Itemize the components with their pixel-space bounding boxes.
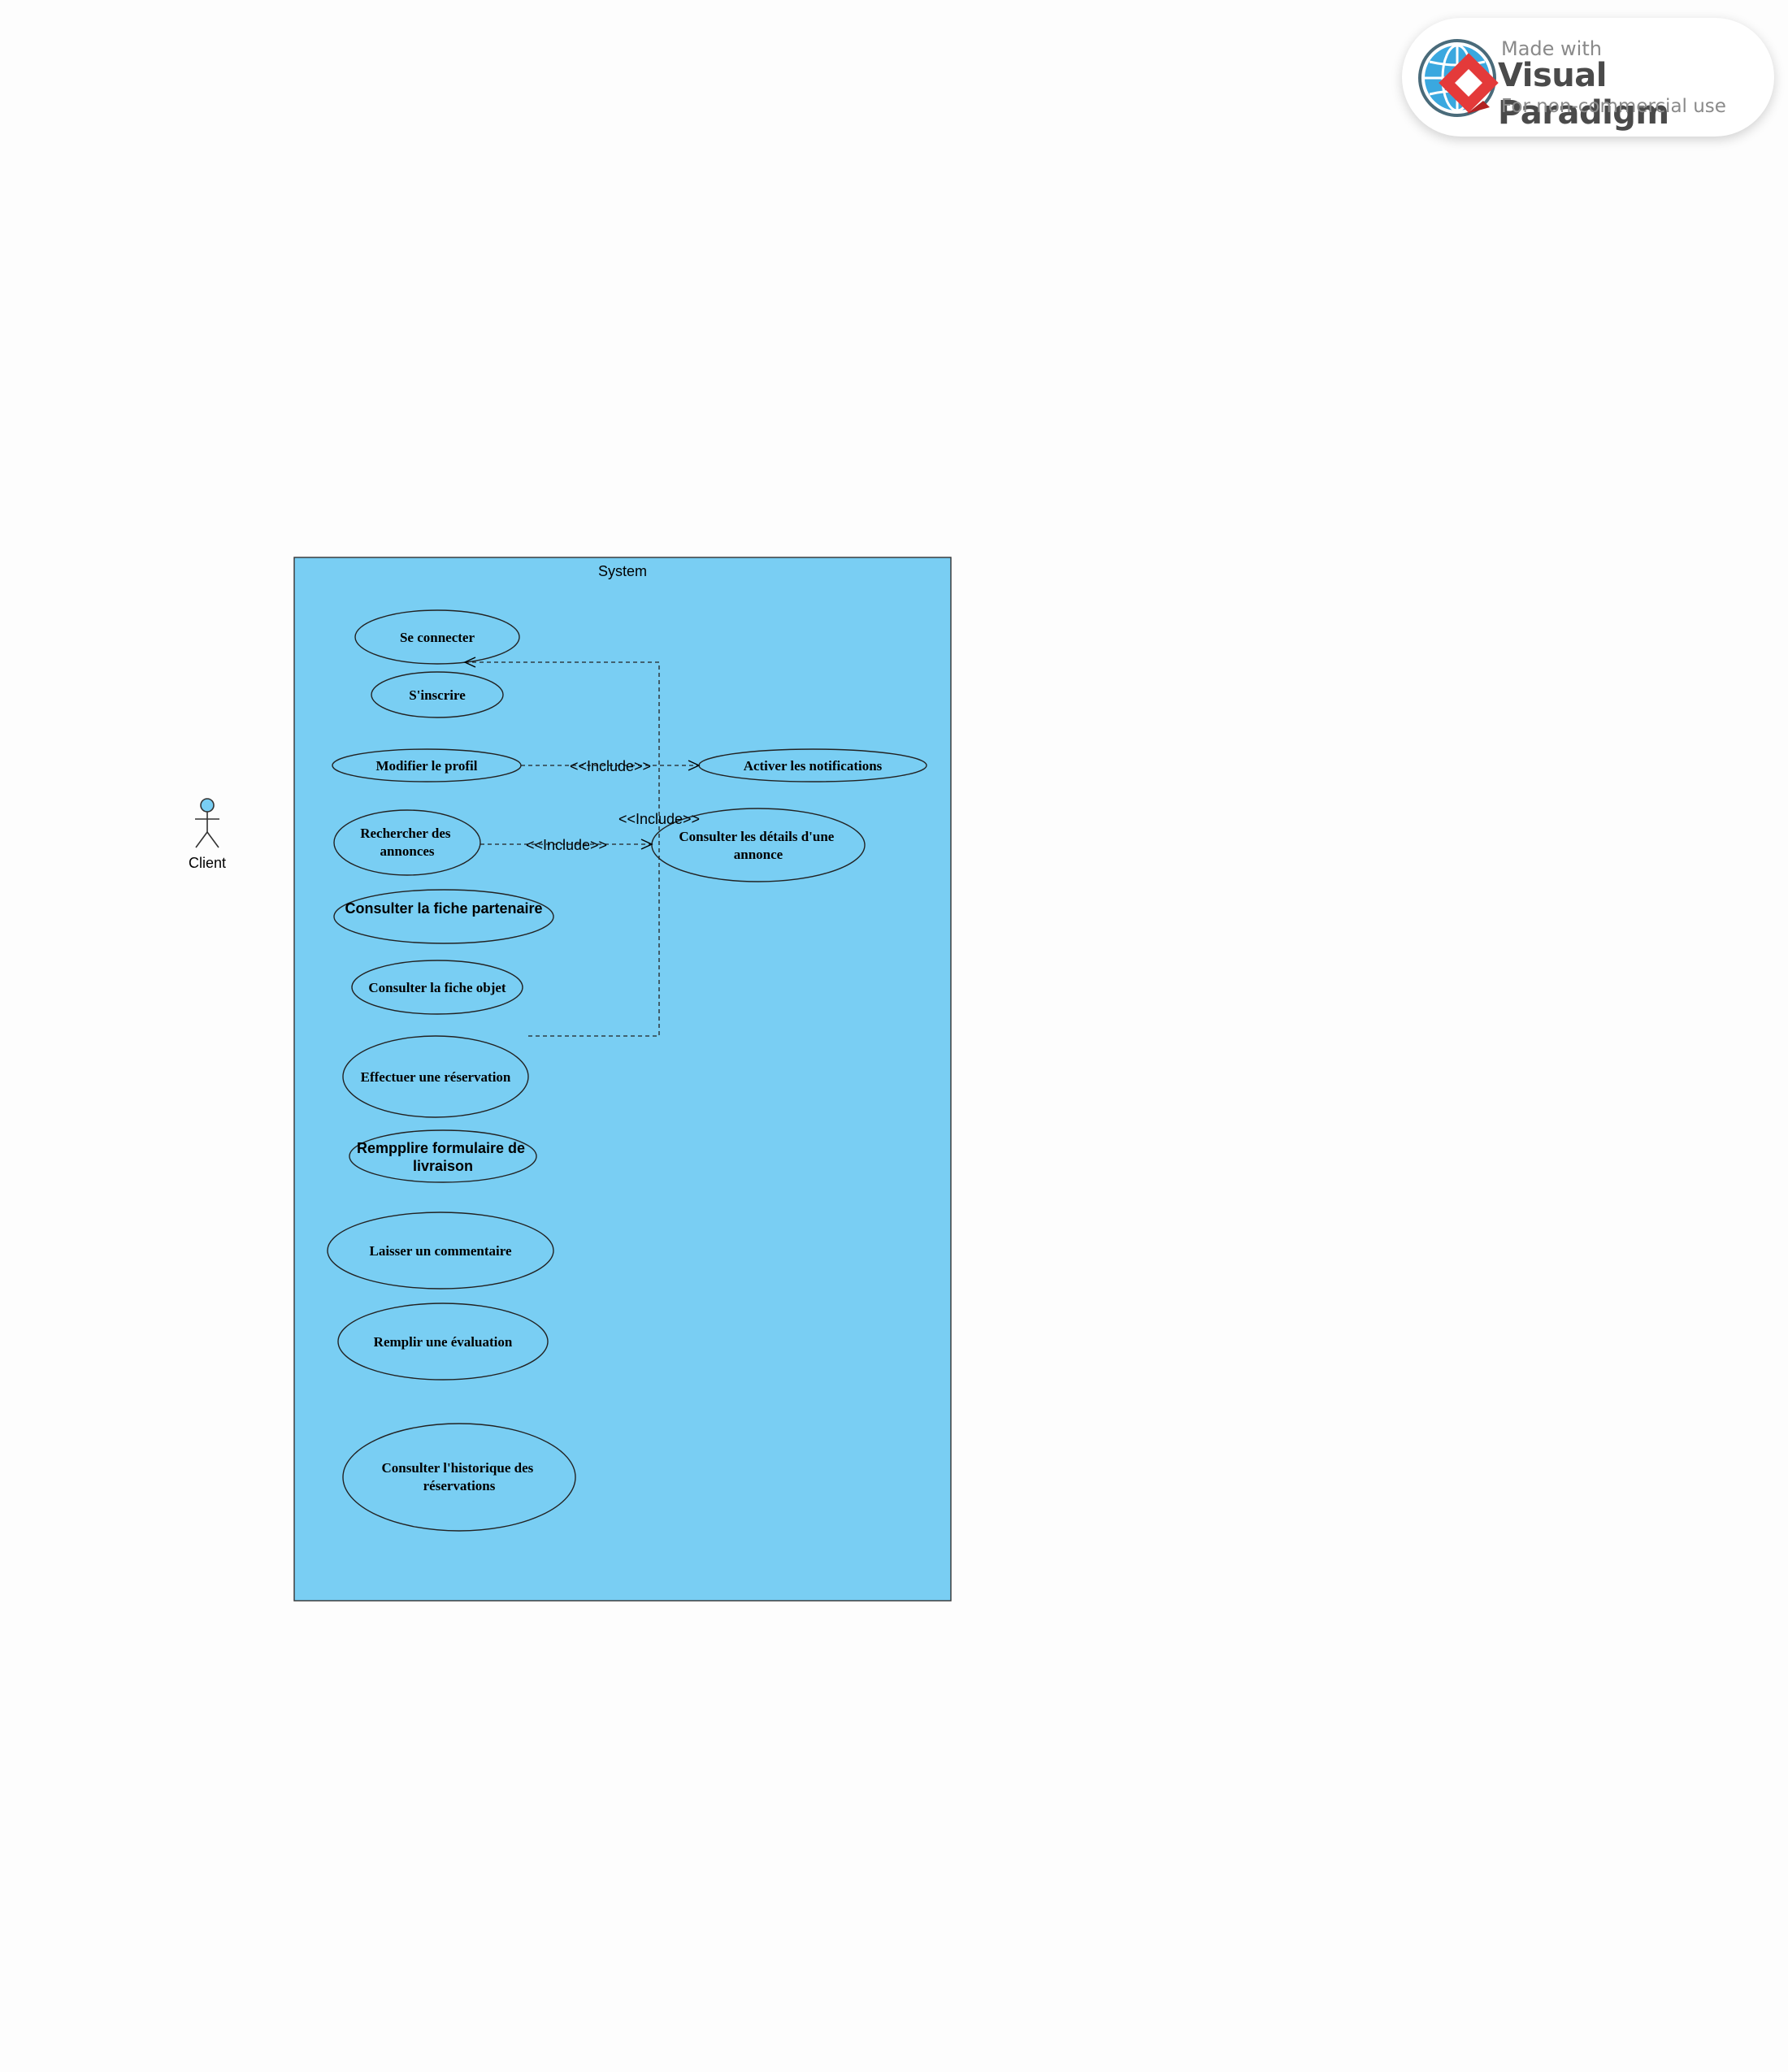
connector-reservation-se-connecter[interactable] xyxy=(463,657,660,1037)
badge-note: For non-commercial use xyxy=(1501,96,1726,117)
actor-label: Client xyxy=(189,855,226,871)
use-case-label: Consulter la fiche objet xyxy=(368,980,506,995)
use-case-label: Consulter les détails d'une annonce xyxy=(679,829,837,862)
use-case-label: Laisser un commentaire xyxy=(369,1243,511,1259)
badge-made-with: Made with xyxy=(1501,37,1602,60)
visual-paradigm-logo-icon xyxy=(1418,39,1499,117)
include-label-profil-notifications: <<Include>> xyxy=(570,758,651,774)
use-case-modifier-profil[interactable]: Modifier le profil xyxy=(332,748,522,782)
include-label-recherche-details: <<Include>> xyxy=(526,837,607,853)
use-case-label: Activer les notifications xyxy=(744,758,883,774)
actor-head xyxy=(200,798,215,813)
use-case-effectuer-reservation[interactable]: Effectuer une réservation xyxy=(342,1035,529,1118)
use-case-label: Effectuer une réservation xyxy=(361,1069,511,1085)
use-case-label: Rechercher des annonces xyxy=(360,826,454,859)
use-case-label: Se connecter xyxy=(400,630,475,645)
use-case-consulter-fiche-objet[interactable]: Consulter la fiche objet xyxy=(351,960,523,1015)
use-case-consulter-historique-reservations[interactable]: Consulter l'historique des réservations xyxy=(342,1423,576,1532)
use-case-label: Consulter la fiche partenaire xyxy=(345,900,542,917)
use-case-activer-notifications[interactable]: Activer les notifications xyxy=(698,748,927,782)
use-case-consulter-fiche-partenaire[interactable]: Consulter la fiche partenaire xyxy=(333,889,554,944)
use-case-label: Modifier le profil xyxy=(376,758,478,774)
use-case-label: Remplir une évaluation xyxy=(374,1334,513,1350)
use-case-se-connecter[interactable]: Se connecter xyxy=(354,609,520,665)
use-case-s-inscrire[interactable]: S'inscrire xyxy=(371,671,504,718)
actor-leg-right xyxy=(206,831,219,848)
use-case-label: S'inscrire xyxy=(409,687,466,703)
badge-brand: Visual Paradigm xyxy=(1498,57,1669,132)
visual-paradigm-badge: Made with Visual Paradigm For non-commer… xyxy=(1402,18,1774,137)
actor-client[interactable] xyxy=(195,798,219,848)
system-title: System xyxy=(598,563,647,579)
include-label-reservation-details: <<Include>> xyxy=(618,811,700,827)
actor-leg-left xyxy=(195,831,208,848)
use-case-rechercher-annonces[interactable]: Rechercher des annonces xyxy=(333,809,481,876)
use-case-laisser-commentaire[interactable]: Laisser un commentaire xyxy=(327,1212,554,1290)
use-case-remplir-evaluation[interactable]: Remplir une évaluation xyxy=(337,1303,549,1381)
use-case-remplir-formulaire-livraison[interactable]: Rempplire formulaire de livraison xyxy=(349,1129,537,1183)
use-case-label: Rempplire formulaire de livraison xyxy=(357,1140,529,1174)
use-case-label: Consulter l'historique des réservations xyxy=(382,1460,537,1493)
use-case-consulter-details-annonce[interactable]: Consulter les détails d'une annonce xyxy=(651,808,866,882)
